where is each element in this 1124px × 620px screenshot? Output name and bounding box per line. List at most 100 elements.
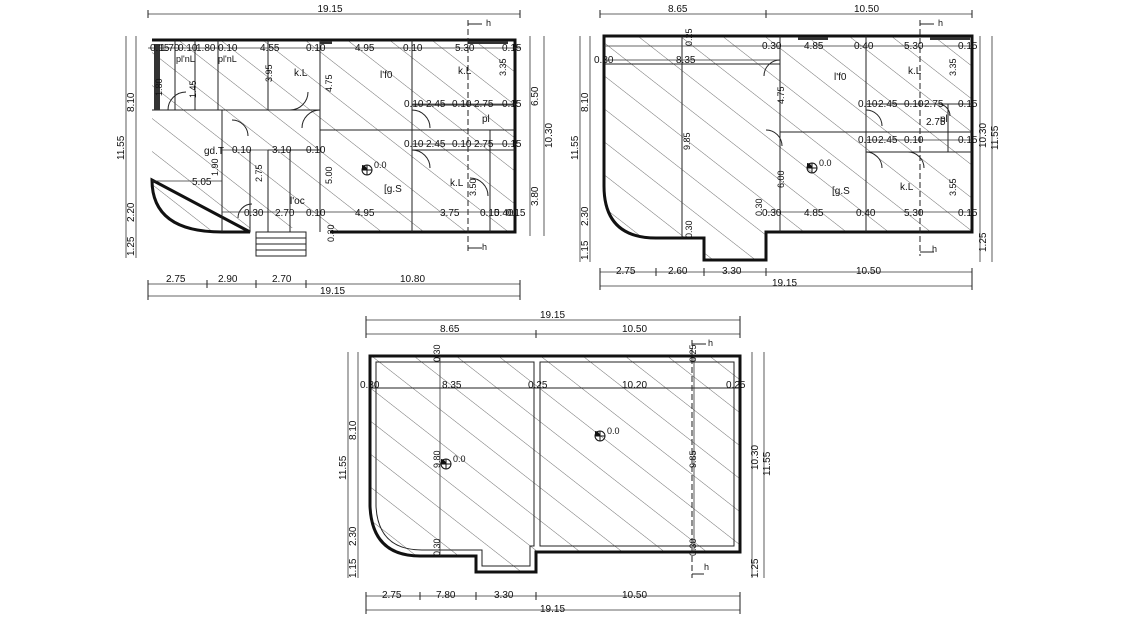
ground-floor-level-symbol: 0.0: [361, 160, 387, 176]
g-room-1: pl'nL: [218, 54, 237, 64]
ground-floor-counter-3: [468, 41, 508, 44]
g-r1-9: 5.30: [455, 43, 475, 54]
f-v-5: 3.55: [948, 178, 958, 196]
r-left-1: 2.30: [348, 526, 359, 546]
f-br-1: 4.85: [804, 208, 824, 219]
g-mid2-2: 0.10: [452, 139, 472, 150]
r-left-outer: 11.55: [338, 455, 349, 480]
r-top-1: 10.50: [622, 324, 647, 335]
f-left-1: 2.30: [580, 206, 591, 226]
f-r1-2: 0.25: [684, 28, 694, 46]
g-br-1: 2.70: [275, 208, 295, 219]
first-floor-section-line: h h: [919, 18, 943, 256]
roof-plan: h h 0.0 0.0 19.15 8.65 10.50 0.30: [338, 310, 773, 615]
roof-level-left: 0.0: [440, 454, 466, 470]
ground-floor-counter-2: [320, 41, 332, 44]
f-right-1: 1.25: [978, 232, 989, 252]
f-br-0: 0.30: [762, 208, 782, 219]
f-v-2: 4.75: [776, 86, 786, 104]
f-top-1: 10.50: [854, 4, 879, 15]
g-room-3: l'f0: [380, 70, 393, 81]
r-v-4: 9.85: [688, 450, 698, 468]
g-room-6: l'oc: [290, 196, 305, 207]
g-room-0: pl'nL: [176, 54, 195, 64]
g-r1-4: 0.10: [218, 43, 238, 54]
first-bottom-dimensions: 2.75 2.60 3.30 10.50 19.15: [599, 266, 973, 290]
r-v-3: 0.25: [688, 344, 698, 362]
g-r1-0: 0.15: [150, 43, 170, 54]
roof-section-mark-bottom: h: [704, 562, 709, 572]
g-hall-0: 0.10: [232, 145, 252, 156]
r-v-0: 0.30: [432, 344, 442, 362]
roof-outer-wall: [368, 354, 742, 574]
f-br-2: 0.40: [856, 208, 876, 219]
g-br-2: 0.10: [306, 208, 326, 219]
ground-vertical-dims: 3.95 4.75 3.35 5.00 3.50 1.80 1.45 1.90 …: [154, 58, 508, 242]
g-r1-3: 1.80: [196, 43, 216, 54]
ground-section-mark-top: h: [486, 18, 491, 28]
roof-right-dimensions: 10.30 11.55 1.25: [750, 352, 773, 578]
g-br-3: 4.95: [355, 208, 375, 219]
g-br-5: 0.15: [480, 208, 500, 219]
roof-section-line: h h: [691, 338, 713, 578]
roof-left-dimensions: 11.55 8.10 2.30 1.15: [338, 352, 359, 578]
g-v-9: 2.75: [254, 164, 264, 182]
g-bot-3: 10.80: [400, 274, 425, 285]
r-bot-3: 10.50: [622, 590, 647, 601]
roof-top-dimension: 19.15 8.65 10.50: [365, 310, 741, 338]
ground-right-dimensions: 6.50 3.80 10.30: [529, 36, 555, 236]
r-v-2: 0.30: [432, 538, 442, 556]
ground-row1-dims: 0.15 1.70 0.10 1.80 0.10 4.55 0.10 4.95 …: [148, 43, 522, 54]
ground-floor-counter: [154, 44, 160, 110]
r-r1-2: 0.25: [528, 380, 548, 391]
g-hall-1: 3.10: [272, 145, 292, 156]
first-vertical-dims: 0.30 9.85 4.75 6.00 3.35 3.55 0.30: [682, 58, 958, 238]
g-r1-5: 4.55: [260, 43, 280, 54]
ground-floor-door-swings: [167, 91, 489, 219]
f-room-3: k.L: [900, 182, 914, 193]
ground-top-total: 19.15: [317, 4, 342, 15]
g-mid-0: 0.10: [404, 99, 424, 110]
f-bot-2: 3.30: [722, 266, 742, 277]
r-r1-4: 0.25: [726, 380, 746, 391]
g-r1-6: 0.10: [306, 43, 326, 54]
first-room-labels: l'f0 k.L [g.S k.L pl: [832, 66, 948, 197]
g-bot-total: 19.15: [320, 286, 345, 297]
ground-section-mark-bottom: h: [482, 242, 487, 252]
roof-level-right-value: 0.0: [607, 426, 620, 436]
f-room-1: k.L: [908, 66, 922, 77]
r-right-1: 1.25: [750, 558, 761, 578]
ground-room-labels: pl'nL pl'nL k.L l'f0 k.L gd.T l'oc [g.S …: [176, 54, 490, 207]
g-hall-2: 0.10: [306, 145, 326, 156]
g-br-4: 3.75: [440, 208, 460, 219]
r-bot-1: 7.80: [436, 590, 456, 601]
g-room-2: k.L: [294, 68, 308, 79]
f-r1-5: 0.40: [854, 41, 874, 52]
first-floor-plan: h h 0.0 8.65 10.50 0.30 8.35 0.25 0.30 4…: [570, 4, 1001, 290]
g-mid-1: 2.45: [426, 99, 446, 110]
roof-parapet: [370, 361, 740, 567]
g-r1-2: 0.10: [178, 43, 198, 54]
g-room-5: gd.T: [204, 146, 224, 157]
g-v-1: 4.75: [324, 74, 334, 92]
g-v-4: 3.50: [468, 178, 478, 196]
g-room-8: k.L: [450, 178, 464, 189]
f-v-3: 6.00: [776, 170, 786, 188]
g-mid-2: 0.10: [452, 99, 472, 110]
f-v-0: 0.30: [684, 220, 694, 238]
f-r1-1: 8.35: [676, 55, 696, 66]
r-right-0: 10.30: [750, 445, 761, 470]
f-r1-7: 0.15: [958, 41, 978, 52]
f-bot-total: 19.15: [772, 278, 797, 289]
roof-vertical-dims: 0.30 9.80 0.30 0.25 9.85 0.30: [432, 344, 698, 556]
first-top-dimension: 8.65 10.50: [599, 4, 973, 18]
g-left-2: 1.25: [126, 236, 137, 256]
g-room-4: k.L: [458, 66, 472, 77]
ground-floor-plan: h h 0.0 19.15 0.15 1.70 0.10 1.80 0.10 4…: [116, 4, 555, 300]
f-left-0: 8.10: [580, 92, 591, 112]
f-r1-0: 0.30: [594, 55, 614, 66]
ground-floor-hatch: [152, 40, 515, 232]
f-mid-1: 2.45: [878, 99, 898, 110]
g-r1-8: 0.10: [403, 43, 423, 54]
